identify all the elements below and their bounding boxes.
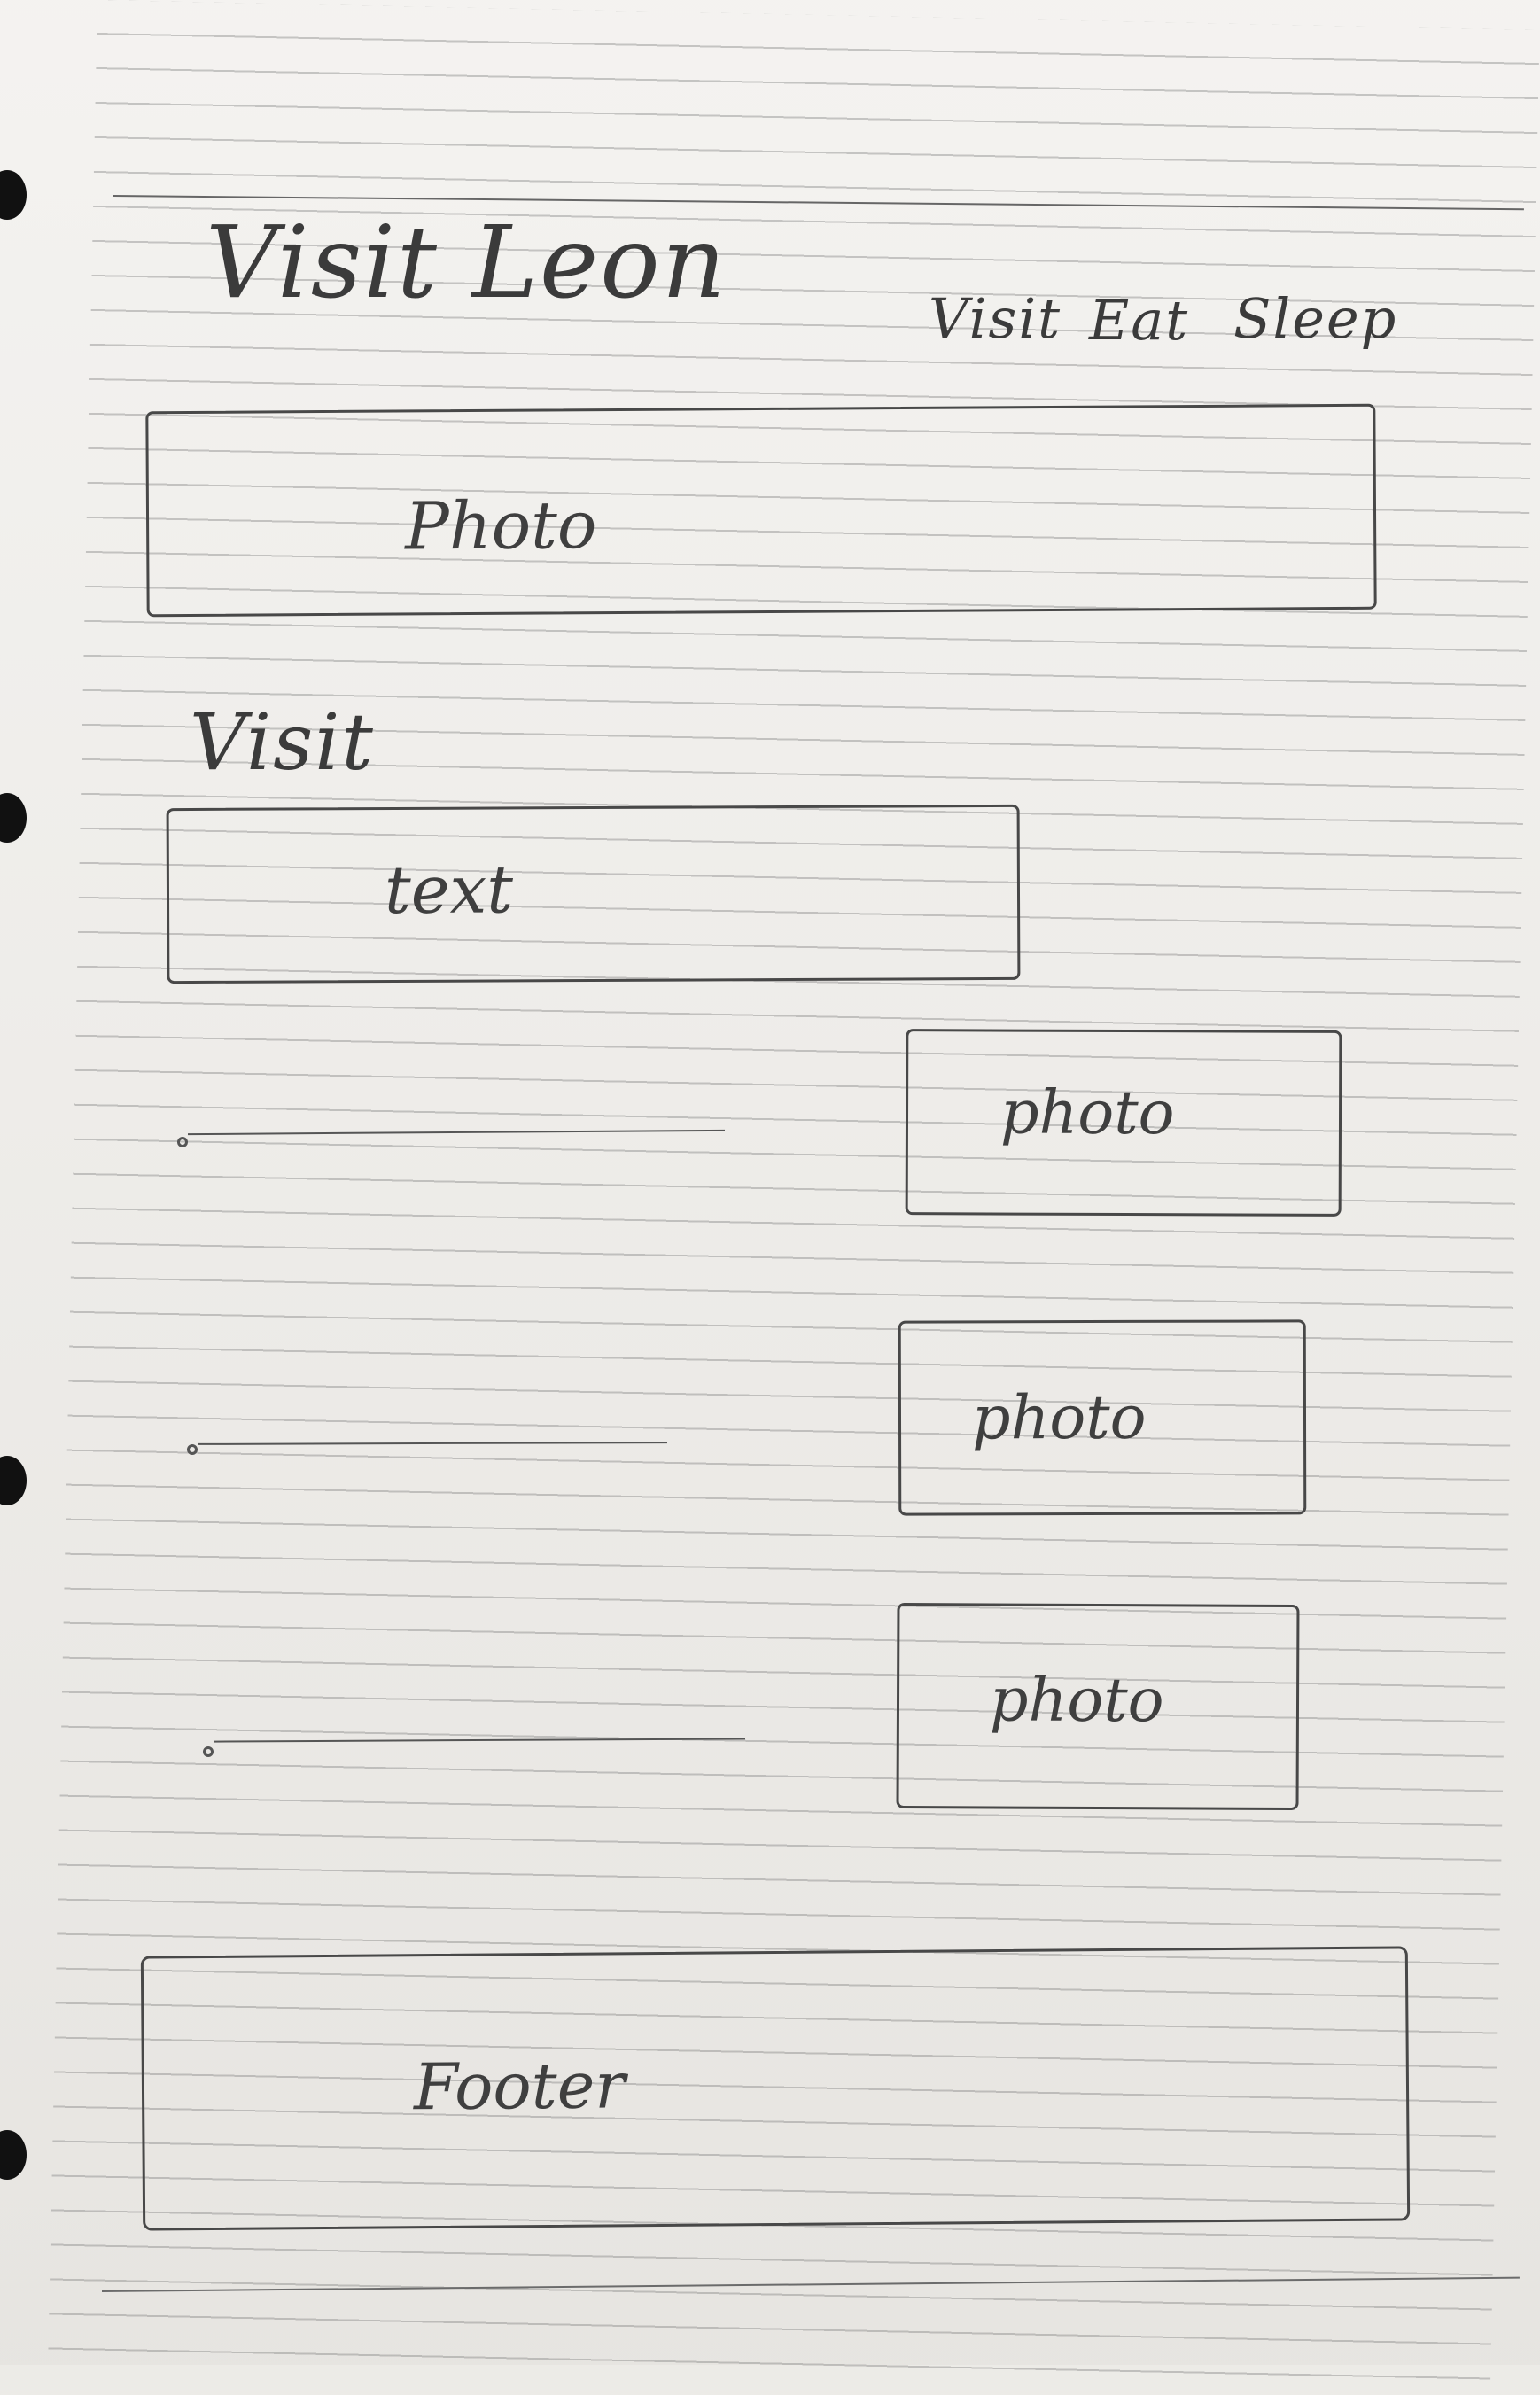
- feature-photo-placeholder: photo: [898, 1319, 1307, 1516]
- site-title: Visit Leon: [206, 206, 727, 321]
- binder-hole: [0, 793, 27, 843]
- feature-bullet: [187, 1444, 198, 1455]
- hero-photo-placeholder: Photo: [145, 403, 1377, 618]
- hero-photo-label: Photo: [404, 487, 597, 565]
- section-heading: Visit: [190, 696, 375, 788]
- feature-bullet: [203, 1746, 214, 1757]
- feature-bullet: [177, 1137, 188, 1147]
- nav-link-visit[interactable]: Visit: [929, 286, 1062, 351]
- feature-photo-placeholder: photo: [896, 1603, 1300, 1810]
- feature-photo-placeholder: photo: [905, 1029, 1342, 1217]
- intro-text-label: text: [384, 851, 514, 929]
- intro-text-block: text: [166, 804, 1021, 984]
- feature-photo-label: photo: [999, 1077, 1175, 1149]
- feature-photo-label: photo: [971, 1382, 1147, 1454]
- nav-link-sleep[interactable]: Sleep: [1233, 286, 1398, 351]
- binder-hole: [0, 170, 27, 220]
- nav-link-eat[interactable]: Eat: [1089, 288, 1190, 353]
- binder-hole: [0, 1456, 27, 1505]
- binder-hole: [0, 2130, 27, 2180]
- feature-photo-label: photo: [989, 1665, 1164, 1737]
- footer-label: Footer: [413, 2048, 626, 2125]
- footer-block: Footer: [140, 1946, 1411, 2231]
